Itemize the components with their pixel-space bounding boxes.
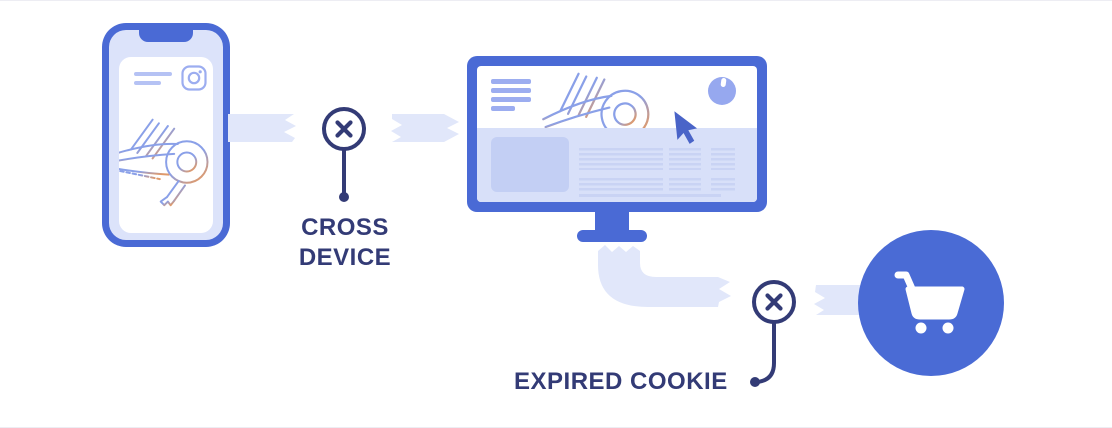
text-placeholder-line: [134, 81, 161, 85]
text-placeholder-line: [579, 194, 721, 197]
phone-screen: [109, 30, 223, 240]
cross-device-label-line2: DEVICE: [298, 244, 392, 271]
text-placeholder-column: [669, 148, 701, 191]
phone-notch: [139, 30, 193, 42]
expired-cookie-label: EXPIRED COOKIE: [514, 368, 728, 395]
text-placeholder-column: [711, 148, 735, 191]
menu-lines-icon: [491, 79, 531, 84]
text-placeholder-column: [579, 148, 663, 191]
sneaker-key-illustration: [119, 107, 213, 208]
monitor-stand-base: [577, 230, 647, 242]
text-placeholder-line: [134, 72, 172, 76]
phone-illustration: [102, 23, 230, 247]
blocked-expired-cookie-icon: [752, 280, 796, 324]
monitor-screen: [477, 66, 757, 202]
label-connector: [339, 150, 349, 202]
cross-device-label: CROSS DEVICE: [270, 213, 420, 273]
image-placeholder: [491, 137, 569, 192]
blocked-cross-device-icon: [322, 107, 366, 151]
broken-arrow-cart-segment: [814, 285, 870, 315]
shopping-cart-badge: [858, 230, 1004, 376]
user-avatar-icon: [708, 77, 736, 105]
menu-lines-icon: [491, 97, 531, 102]
webpage-content-panel: [477, 128, 757, 202]
broken-arrow-left-segment: [228, 114, 296, 142]
broken-arrow-down-segment: [598, 245, 731, 307]
menu-lines-icon: [491, 106, 515, 111]
instagram-icon: [181, 65, 207, 91]
monitor-stand-neck: [595, 212, 629, 232]
broken-arrow-right-segment: [391, 114, 459, 142]
shopping-cart-icon: [894, 271, 965, 334]
phone-app-card: [119, 57, 213, 233]
mouse-cursor-icon: [674, 111, 698, 144]
cross-device-label-line1: CROSS: [301, 214, 389, 241]
label-connector: [750, 323, 776, 387]
menu-lines-icon: [491, 88, 531, 93]
